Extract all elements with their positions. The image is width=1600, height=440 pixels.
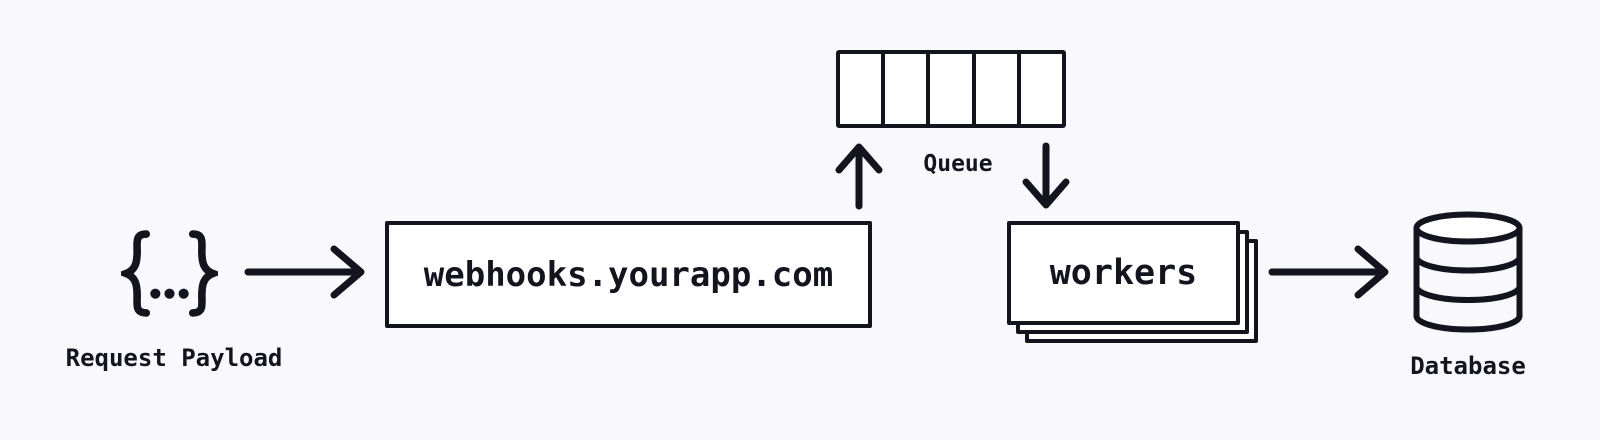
arrow-payload-to-server-icon: [244, 245, 365, 299]
queue-cell: [976, 54, 1021, 124]
queue-cell: [840, 54, 886, 124]
arrow-server-to-queue-icon: [835, 143, 883, 210]
json-braces-icon: [121, 230, 218, 317]
webhook-server-label: webhooks.yourapp.com: [423, 254, 834, 295]
workers-label: workers: [1049, 253, 1198, 293]
arrow-queue-to-workers-icon: [1022, 142, 1070, 209]
workers-node: workers: [1007, 221, 1259, 344]
queue-cell: [885, 54, 931, 124]
request-payload-label: Request Payload: [65, 344, 283, 372]
database-icon: [1413, 211, 1523, 333]
arrow-workers-to-database-icon: [1268, 245, 1389, 299]
webhook-server-box: webhooks.yourapp.com: [385, 221, 872, 328]
queue-label: Queue: [923, 151, 993, 177]
database-label: Database: [1410, 352, 1526, 380]
queue-node: [836, 50, 1066, 128]
workers-box: workers: [1007, 221, 1240, 325]
queue-cell: [930, 54, 976, 124]
queue-cell: [1021, 54, 1062, 124]
